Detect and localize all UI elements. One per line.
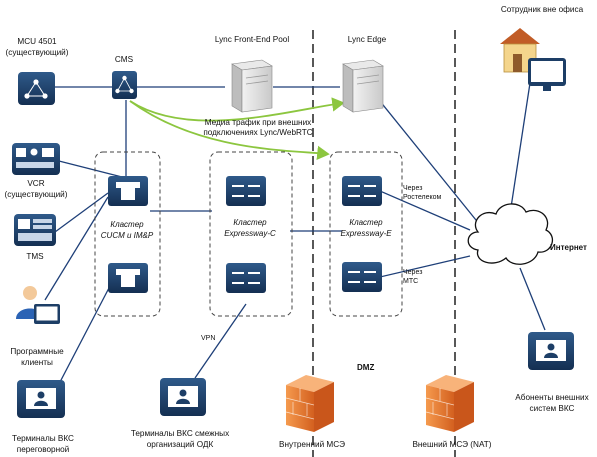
external-fw-label: Внешний МСЭ (NAT): [412, 440, 491, 449]
cluster-boxes: [94, 151, 403, 317]
lync-frontend-server: Lync Front-End Pool: [215, 35, 290, 113]
cucm-cluster-label-2: CUCM и IM&P: [101, 231, 154, 240]
mts-annotation-2: МТС: [403, 278, 418, 285]
rostelecom-annotation-2: Ростелеком: [403, 194, 442, 201]
vcr-icon: [12, 143, 60, 175]
expressway-e-cluster-box: [329, 151, 403, 317]
mcu-label-1: MCU 4501: [17, 37, 57, 46]
annotations: Медиа трафик при внешних подключениях Ly…: [201, 118, 442, 372]
cucm-cluster-box: [94, 151, 161, 317]
cms-icon: [112, 71, 137, 99]
link-cucm-softclients: [44, 196, 109, 301]
software-clients: Программные клиенты: [10, 286, 64, 367]
link-internet-external: [519, 267, 546, 331]
house-roof-icon: [500, 28, 540, 44]
mcu-icon: [18, 72, 55, 105]
external-subscribers: Абоненты внешних систем ВКС: [515, 332, 589, 413]
lync-edge-label: Lync Edge: [348, 35, 387, 44]
internet-label: Интернет: [550, 243, 587, 252]
expressway-c-cluster: Кластер Expressway-C: [224, 176, 276, 293]
vcr-label-1: VCR: [27, 179, 44, 188]
cms-label: CMS: [115, 55, 134, 64]
server-icon: [352, 65, 384, 113]
expc-cluster-label-1: Кластер: [233, 218, 267, 227]
external-subscribers-label-2: систем ВКС: [530, 404, 575, 413]
link-expe-internet-mts: [379, 255, 471, 278]
adjacent-terminals: Терминалы ВКС смежных организаций ОДК: [131, 378, 229, 449]
mcu-device: MCU 4501 (существующий): [6, 37, 69, 105]
expressway-c-icon-2: [226, 263, 266, 293]
lync-fe-label: Lync Front-End Pool: [215, 35, 290, 44]
internet-cloud: Интернет: [467, 203, 587, 265]
tms-icon: [14, 214, 56, 246]
adjacent-label-1: Терминалы ВКС смежных: [131, 429, 229, 438]
lync-edge-server: Lync Edge: [342, 35, 387, 113]
vcr-device: VCR (существующий): [5, 143, 68, 199]
meeting-room-label-2: переговорной: [17, 445, 69, 454]
adjacent-label-2: организаций ОДК: [147, 440, 214, 449]
firewall-icon: [286, 385, 314, 432]
expressway-c-icon-1: [226, 176, 266, 206]
dmz-label: DMZ: [357, 363, 374, 372]
media-annotation-1: Медиа трафик при внешних: [205, 118, 312, 127]
link-lyncedge-internet: [374, 94, 481, 226]
soft-clients-label-1: Программные: [10, 347, 64, 356]
external-firewall: Внешний МСЭ (NAT): [412, 375, 492, 449]
mts-annotation-1: Через: [403, 269, 422, 276]
cloud-icon: [467, 203, 554, 265]
expc-cluster-label-2: Expressway-C: [224, 229, 276, 238]
remote-employee-label: Сотрудник вне офиса: [501, 5, 584, 14]
server-icon: [241, 65, 273, 113]
meeting-room-terminal: Терминалы ВКС переговорной: [12, 380, 74, 454]
vcr-label-2: (существующий): [5, 190, 68, 199]
remote-employee: Сотрудник вне офиса: [500, 5, 584, 91]
internal-fw-label: Внутренний МСЭ: [279, 440, 345, 449]
tms-label: TMS: [26, 252, 44, 261]
media-arrow-to-lync-edge: [129, 97, 345, 122]
firewall-icon: [426, 385, 454, 432]
expressway-e-icon-1: [342, 176, 382, 206]
cucm-cluster: Кластер CUCM и IM&P: [101, 176, 154, 293]
internal-firewall: Внутренний МСЭ: [279, 375, 345, 449]
link-expe-internet-rostelecom: [379, 190, 471, 231]
link-cucm-meetingroom: [59, 285, 111, 383]
link-cucm-vcr: [54, 159, 127, 179]
meeting-room-label-1: Терминалы ВКС: [12, 434, 74, 443]
cucm-cluster-label-1: Кластер: [110, 220, 144, 229]
soft-clients-label-2: клиенты: [21, 358, 53, 367]
link-cucm-tms: [54, 192, 109, 233]
mcu-label-2: (существующий): [6, 48, 69, 57]
expressway-e-icon-2: [342, 262, 382, 292]
link-remote-internet: [509, 82, 531, 215]
media-traffic-arrows: [129, 97, 345, 161]
expressway-e-cluster: Кластер Expressway-E: [340, 176, 392, 292]
vpn-annotation: VPN: [201, 335, 215, 342]
user-icon: [23, 286, 37, 300]
expe-cluster-label-2: Expressway-E: [340, 229, 392, 238]
cms-device: CMS: [112, 55, 137, 99]
rostelecom-annotation-1: Через: [403, 185, 422, 192]
tms-device: TMS: [14, 214, 56, 261]
link-expc-adjacent: [194, 303, 247, 379]
external-subscribers-label-1: Абоненты внешних: [515, 393, 588, 402]
expe-cluster-label-1: Кластер: [349, 218, 383, 227]
media-annotation-2: подключениях Lync/WebRTC: [203, 128, 312, 137]
media-arrow-to-expressway-e: [129, 100, 330, 161]
